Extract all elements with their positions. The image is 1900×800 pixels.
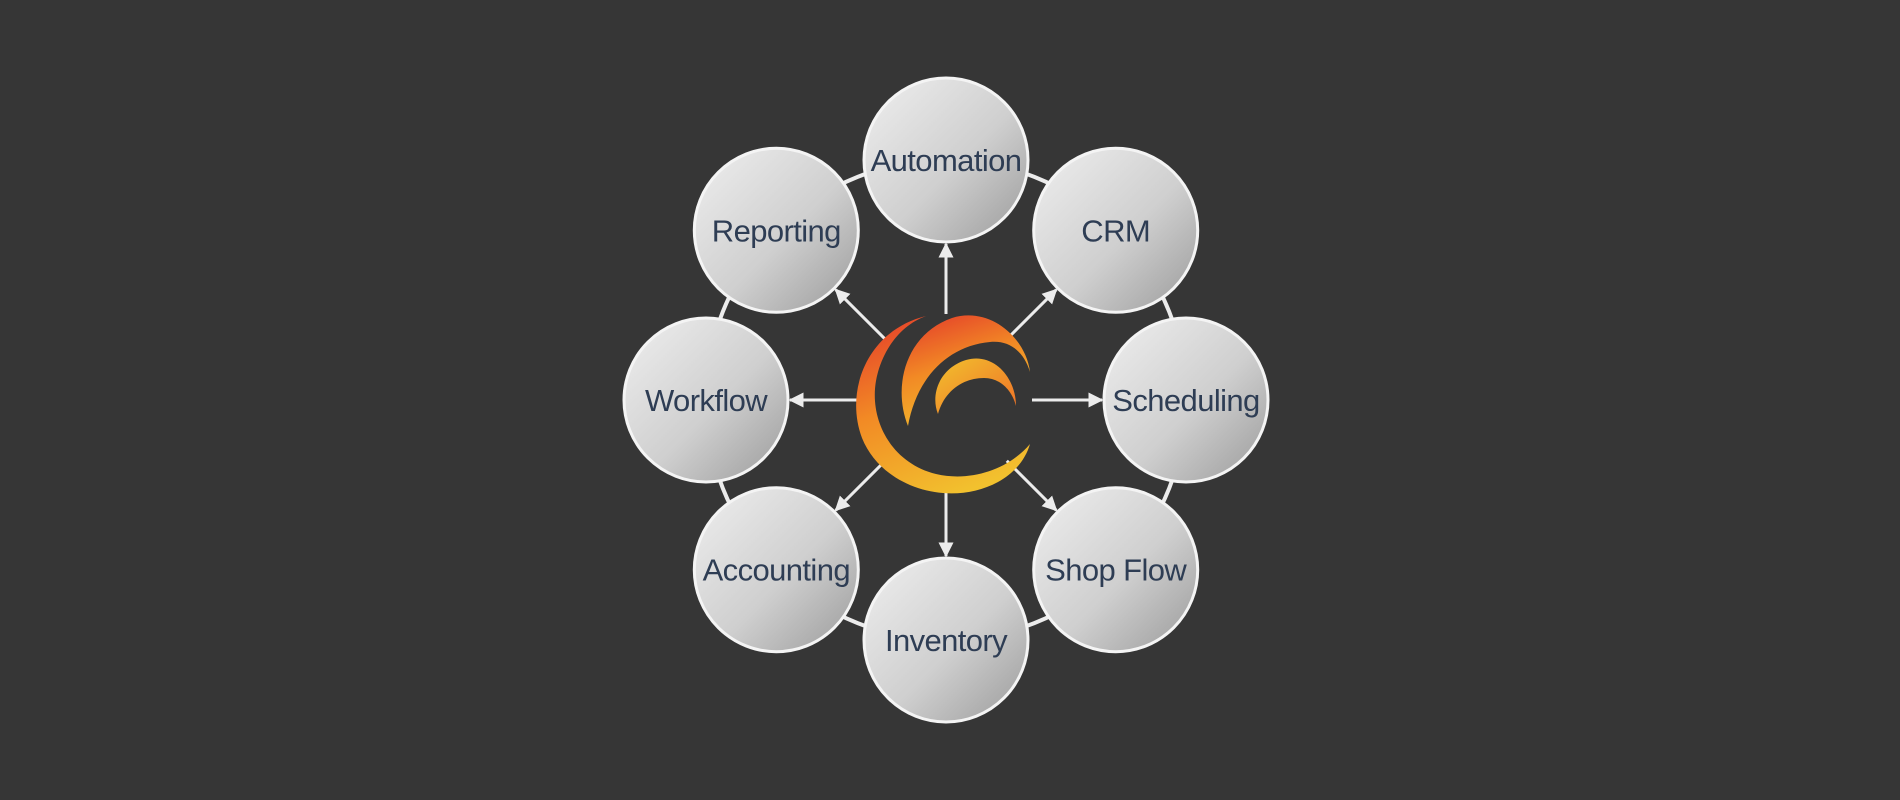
connector-arrows (788, 242, 1104, 558)
node-label-inventory: Inventory (885, 623, 1008, 658)
node-circle-workflow (622, 316, 790, 484)
node-circle-scheduling (1102, 316, 1270, 484)
node-automation: Automation (862, 76, 1030, 244)
node-label-automation: Automation (871, 143, 1022, 178)
node-workflow: Workflow (622, 316, 790, 484)
arrow-to-crm (1005, 288, 1058, 341)
node-circle-crm (1032, 146, 1200, 314)
node-circle-shop-flow (1032, 486, 1200, 654)
node-circle-automation (862, 76, 1030, 244)
node-inventory: Inventory (862, 556, 1030, 724)
node-label-shop-flow: Shop Flow (1045, 553, 1187, 588)
node-reporting: Reporting (692, 146, 860, 314)
node-scheduling: Scheduling (1102, 316, 1270, 484)
node-accounting: Accounting (692, 486, 860, 654)
node-label-workflow: Workflow (645, 383, 768, 418)
node-crm: CRM (1032, 146, 1200, 314)
node-circle-inventory (862, 556, 1030, 724)
swirl-logo-icon (856, 315, 1030, 494)
arrow-to-reporting (834, 288, 887, 341)
node-circle-accounting (692, 486, 860, 654)
node-label-crm: CRM (1081, 213, 1150, 248)
node-label-accounting: Accounting (703, 553, 850, 588)
arrow-to-accounting (834, 459, 887, 512)
node-label-reporting: Reporting (712, 213, 841, 248)
node-shop-flow: Shop Flow (1032, 486, 1200, 654)
node-label-scheduling: Scheduling (1112, 383, 1259, 418)
node-circle-reporting (692, 146, 860, 314)
